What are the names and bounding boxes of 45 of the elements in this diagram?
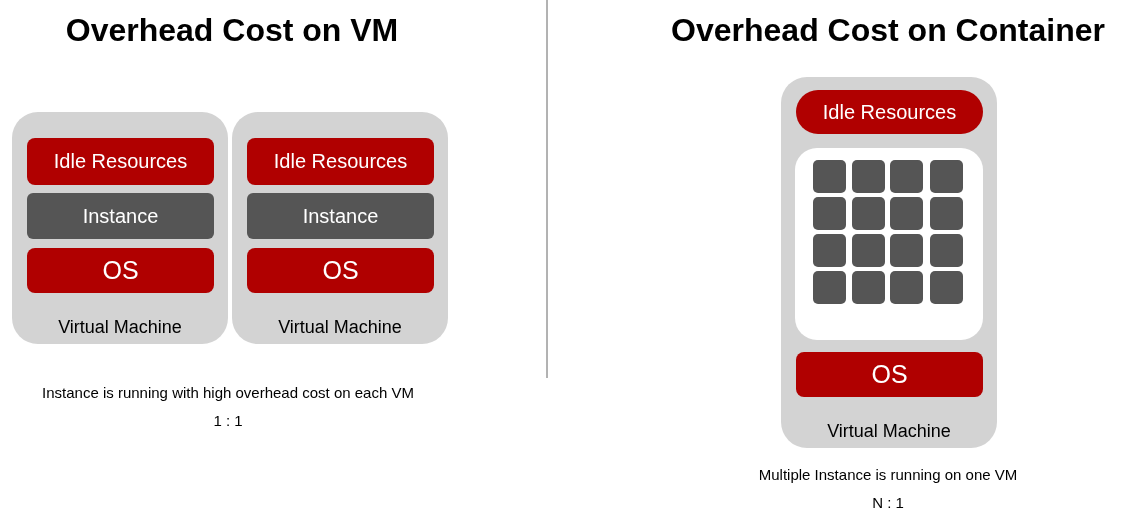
panel-label: Virtual Machine — [278, 317, 402, 338]
container-block — [813, 271, 846, 304]
section-heading: Overhead Cost on Container — [671, 12, 1105, 49]
bar-label: Idle Resources — [53, 150, 188, 173]
container-block — [930, 160, 963, 193]
virtual-machine-panel — [781, 77, 997, 448]
container-block — [890, 197, 923, 230]
ratio-label: N : 1 — [872, 494, 904, 510]
container-block — [813, 160, 846, 193]
panel-label: Virtual Machine — [58, 317, 182, 338]
container-block — [813, 234, 846, 267]
caption: Instance is running with high overhead cost on each VM — [42, 384, 414, 401]
container-block — [852, 197, 885, 230]
idle-resources-bar — [796, 90, 983, 134]
bar-label: Instance — [82, 204, 159, 228]
container-block — [890, 271, 923, 304]
virtual-machine-panel — [12, 112, 228, 344]
bar-label: Idle Resources — [273, 150, 408, 173]
container-block — [852, 160, 885, 193]
os-bar — [27, 248, 214, 293]
instance-bar — [247, 193, 434, 239]
caption: Multiple Instance is running on one VM — [758, 466, 1018, 483]
container-block — [813, 197, 846, 230]
os-bar — [796, 352, 983, 397]
bar-label: OS — [322, 256, 359, 285]
ratio-label: 1 : 1 — [213, 412, 243, 429]
container-block — [930, 197, 963, 230]
panel-label: Virtual Machine — [827, 421, 951, 442]
container-block — [930, 271, 963, 304]
idle-resources-bar — [27, 138, 214, 185]
container-block — [890, 160, 923, 193]
container-block — [930, 234, 963, 267]
os-bar — [247, 248, 434, 293]
container-block — [852, 234, 885, 267]
instance-bar — [27, 193, 214, 239]
virtual-machine-panel — [232, 112, 448, 344]
section-heading: Overhead Cost on VM — [65, 12, 399, 49]
idle-resources-bar — [247, 138, 434, 185]
bar-label: Instance — [302, 204, 379, 228]
bar-label: OS — [102, 256, 139, 285]
bar-label: OS — [871, 360, 908, 389]
bar-label: Idle Resources — [822, 100, 957, 124]
container-block — [890, 234, 923, 267]
container-block — [852, 271, 885, 304]
orchestrator-panel — [795, 148, 983, 340]
